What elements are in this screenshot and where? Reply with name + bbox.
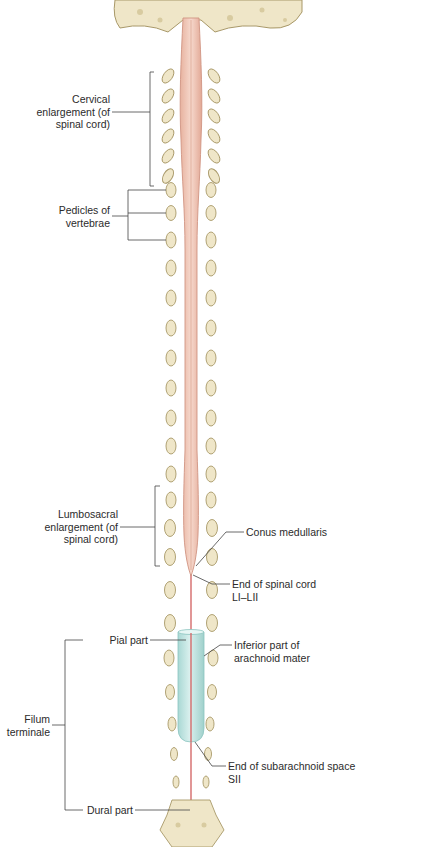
skull-base bbox=[114, 0, 302, 32]
bracket bbox=[52, 640, 83, 810]
pedicle bbox=[165, 520, 176, 537]
pedicle bbox=[166, 206, 176, 221]
pedicle bbox=[206, 380, 216, 396]
filum-pial-part bbox=[190, 633, 191, 742]
spinal-cord bbox=[180, 18, 202, 576]
pedicle bbox=[206, 260, 216, 276]
pedicle bbox=[166, 183, 176, 198]
leader-line bbox=[195, 742, 226, 766]
pedicle bbox=[205, 748, 212, 761]
pedicle bbox=[206, 320, 216, 336]
bone-texture bbox=[176, 823, 181, 828]
pedicle bbox=[206, 107, 223, 125]
leader-line bbox=[112, 112, 150, 113]
pedicle bbox=[165, 549, 176, 566]
leader-line bbox=[120, 527, 155, 528]
pedicle bbox=[166, 320, 176, 336]
pedicle bbox=[206, 127, 223, 145]
pedicle bbox=[160, 147, 177, 165]
bone-texture bbox=[227, 15, 233, 21]
pedicle bbox=[166, 290, 176, 306]
pedicle bbox=[206, 492, 216, 508]
pedicle bbox=[173, 776, 179, 788]
pedicle bbox=[165, 615, 176, 632]
pedicle bbox=[206, 438, 216, 454]
pedicle bbox=[206, 167, 222, 185]
bracket bbox=[128, 190, 166, 240]
pedicle bbox=[166, 685, 175, 700]
pedicle bbox=[206, 232, 216, 248]
pedicle bbox=[206, 183, 216, 198]
part-label: End of spinal cord LI–LII bbox=[232, 578, 332, 603]
pedicle bbox=[207, 615, 218, 632]
pedicle bbox=[206, 147, 223, 165]
part-label: Pial part bbox=[60, 634, 148, 647]
pedicle bbox=[206, 206, 216, 221]
leader-line bbox=[135, 810, 190, 811]
arachnoid-sac bbox=[178, 632, 204, 742]
pedicle bbox=[206, 466, 216, 482]
pedicle bbox=[206, 87, 223, 105]
pedicle bbox=[166, 438, 176, 454]
pedicle bbox=[160, 127, 177, 145]
pedicle bbox=[160, 107, 177, 125]
filum-terminale bbox=[190, 574, 191, 836]
leader-line bbox=[112, 216, 128, 217]
pedicle bbox=[171, 748, 178, 761]
sacrum bbox=[160, 800, 224, 847]
pedicle bbox=[206, 290, 216, 306]
pedicle bbox=[207, 520, 218, 537]
pedicle bbox=[207, 549, 218, 566]
part-label: Dural part bbox=[60, 804, 133, 817]
bracket bbox=[150, 72, 154, 186]
part-label: Lumbosacral enlargement (of spinal cord) bbox=[18, 508, 118, 546]
part-label: Pedicles of vertebrae bbox=[20, 204, 110, 229]
leader-line bbox=[193, 575, 230, 584]
pedicle bbox=[206, 350, 216, 366]
pedicle bbox=[208, 685, 217, 700]
pedicle bbox=[165, 582, 176, 599]
leader-lines bbox=[52, 72, 244, 810]
bone-texture bbox=[202, 823, 207, 828]
pedicle bbox=[166, 232, 176, 248]
bone-texture bbox=[158, 18, 163, 23]
pedicle bbox=[166, 466, 176, 482]
pedicle bbox=[164, 650, 174, 666]
pedicle bbox=[206, 410, 216, 426]
pedicle bbox=[166, 350, 176, 366]
pedicle bbox=[206, 67, 223, 85]
leader-line bbox=[196, 532, 244, 566]
bone-texture bbox=[137, 9, 143, 15]
pedicle bbox=[166, 492, 176, 508]
bone-texture bbox=[260, 8, 265, 13]
pedicle bbox=[160, 167, 176, 185]
pedicle bbox=[160, 87, 177, 105]
pedicle bbox=[160, 67, 177, 85]
bone-texture bbox=[283, 18, 287, 22]
pedicle bbox=[166, 380, 176, 396]
pedicle bbox=[168, 717, 176, 731]
pedicle bbox=[166, 410, 176, 426]
part-label: Filum terminale bbox=[2, 713, 50, 738]
part-label: Conus medullaris bbox=[246, 526, 366, 539]
part-label: Cervical enlargement (of spinal cord) bbox=[18, 93, 110, 131]
part-label: Inferior part of arachnoid mater bbox=[234, 639, 344, 664]
bracket bbox=[155, 486, 160, 566]
pedicle bbox=[206, 717, 214, 731]
pedicle bbox=[203, 776, 209, 788]
leader-line bbox=[150, 640, 186, 641]
part-label: End of subarachnoid space SII bbox=[228, 760, 358, 785]
leader-line bbox=[204, 645, 232, 656]
cord-median-line bbox=[191, 20, 192, 570]
pedicle bbox=[166, 260, 176, 276]
